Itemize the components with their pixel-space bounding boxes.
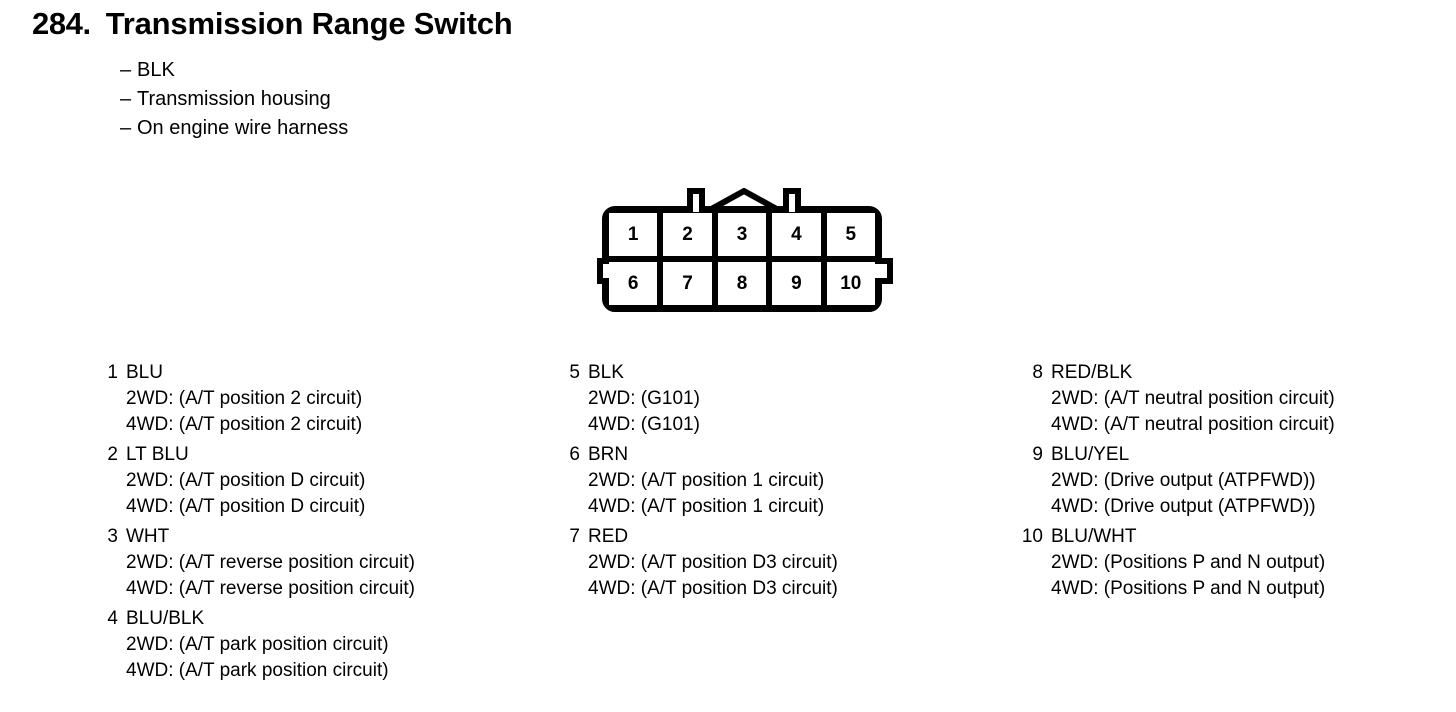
pin-entry: 6 BRN 2WD: (A/T position 1 circuit) 4WD:… (558, 442, 838, 520)
pin-entry-description: 4WD: (A/T position D circuit) (126, 496, 366, 517)
pin-entry: 2 LT BLU 2WD: (A/T position D circuit) 4… (96, 442, 415, 520)
connector-pin-3[interactable]: 3 (717, 213, 767, 256)
header-bullet-item: – On engine wire harness (120, 114, 348, 143)
pin-entry-number: 3 (107, 526, 118, 547)
pin-entry: 4 BLU/BLK 2WD: (A/T park position circui… (96, 606, 415, 684)
connector-pin-7[interactable]: 7 (663, 262, 712, 305)
pin-entry-head: 6 BRN (558, 442, 838, 468)
page-title-text: Transmission Range Switch (105, 6, 513, 41)
pin-entry-number: 6 (569, 444, 580, 465)
pin-entry: 5 BLK 2WD: (G101) 4WD: (G101) (558, 360, 838, 438)
connector-pin-8[interactable]: 8 (717, 262, 767, 305)
pin-entry-description: 4WD: (A/T reverse position circuit) (126, 578, 415, 599)
pin-list-column: 1 BLU 2WD: (A/T position 2 circuit) 4WD:… (96, 360, 415, 688)
pin-entry-description: 2WD: (A/T reverse position circuit) (126, 552, 415, 573)
pin-entry-number: 9 (1032, 444, 1043, 465)
pin-entry: 3 WHT 2WD: (A/T reverse position circuit… (96, 524, 415, 602)
pin-entry: 9 BLU/YEL 2WD: (Drive output (ATPFWD)) 4… (1021, 442, 1335, 520)
pin-entry-number: 2 (107, 444, 118, 465)
pin-entry-head: 5 BLK (558, 360, 838, 386)
pin-entry-description: 2WD: (Positions P and N output) (1051, 552, 1326, 573)
pin-entry-number: 10 (1021, 526, 1043, 547)
dash-icon: – (120, 59, 132, 81)
pin-entry-wire-color: BLU/BLK (126, 608, 205, 629)
pin-entry-wire-color: BLU (126, 362, 163, 383)
dash-icon: – (120, 88, 132, 110)
pin-list-column: 8 RED/BLK 2WD: (A/T neutral position cir… (1021, 360, 1335, 606)
pin-entry-description: 2WD: (A/T neutral position circuit) (1051, 388, 1335, 409)
pin-entry-wire-color: BLU/YEL (1051, 444, 1130, 465)
pin-entry: 10 BLU/WHT 2WD: (Positions P and N outpu… (1021, 524, 1335, 602)
header-bullet-label: Transmission housing (137, 88, 331, 110)
pin-entry-description: 2WD: (A/T position D circuit) (126, 470, 366, 491)
connector-latch-peak-icon (704, 188, 784, 214)
pin-entry-head: 3 WHT (96, 524, 415, 550)
pin-entry-wire-color: RED/BLK (1051, 362, 1133, 383)
pin-entry-wire-color: BLU/WHT (1051, 526, 1137, 547)
page-title-number: 284. (32, 6, 91, 41)
pin-list-column: 5 BLK 2WD: (G101) 4WD: (G101) 6 BRN 2WD:… (558, 360, 838, 606)
header-bullet-list: – BLK – Transmission housing – On engine… (120, 56, 348, 143)
pin-entry-description: 4WD: (A/T position 1 circuit) (588, 496, 825, 517)
pin-entry-number: 1 (107, 362, 118, 383)
pin-entry-head: 1 BLU (96, 360, 415, 386)
page-title: 284. Transmission Range Switch (32, 6, 513, 42)
pin-entry-description: 4WD: (A/T position 2 circuit) (126, 414, 363, 435)
connector-diagram: 1 2 3 4 5 6 7 8 9 10 (597, 188, 893, 320)
header-bullet-item: – Transmission housing (120, 85, 348, 114)
pin-entry-description: 4WD: (A/T park position circuit) (126, 660, 389, 681)
pin-entry-description: 4WD: (A/T neutral position circuit) (1051, 414, 1335, 435)
pin-entry-head: 4 BLU/BLK (96, 606, 415, 632)
pin-entry-description: 4WD: (G101) (588, 414, 700, 435)
header-bullet-label: BLK (137, 59, 175, 81)
pin-entry-description: 4WD: (Positions P and N output) (1051, 578, 1326, 599)
pin-entry-description: 2WD: (A/T position D3 circuit) (588, 552, 838, 573)
pin-entry-description: 4WD: (A/T position D3 circuit) (588, 578, 838, 599)
pin-entry-head: 10 BLU/WHT (1021, 524, 1335, 550)
pin-entry-description: 4WD: (Drive output (ATPFWD)) (1051, 496, 1316, 517)
pin-entry-description: 2WD: (G101) (588, 388, 700, 409)
pin-entry-head: 8 RED/BLK (1021, 360, 1335, 386)
pin-entry-number: 7 (569, 526, 580, 547)
pin-entry-wire-color: WHT (126, 526, 170, 547)
pin-entry-wire-color: RED (588, 526, 629, 547)
connector-pin-4[interactable]: 4 (772, 213, 821, 256)
pin-entry: 7 RED 2WD: (A/T position D3 circuit) 4WD… (558, 524, 838, 602)
pin-entry-number: 4 (107, 608, 118, 629)
connector-pin-5[interactable]: 5 (826, 213, 875, 256)
header-bullet-label: On engine wire harness (137, 117, 349, 139)
pin-entry-head: 2 LT BLU (96, 442, 415, 468)
dash-icon: – (120, 117, 132, 139)
pin-entry-head: 9 BLU/YEL (1021, 442, 1335, 468)
connector-pin-grid: 1 2 3 4 5 6 7 8 9 10 (609, 213, 875, 305)
pin-entry-description: 2WD: (A/T position 1 circuit) (588, 470, 825, 491)
pin-entry: 8 RED/BLK 2WD: (A/T neutral position cir… (1021, 360, 1335, 438)
pin-entry-number: 8 (1032, 362, 1043, 383)
connector-tab-right (783, 188, 801, 212)
connector-pin-6[interactable]: 6 (609, 262, 658, 305)
pin-entry-wire-color: LT BLU (126, 444, 189, 465)
connector-pin-2[interactable]: 2 (663, 213, 712, 256)
connector-pin-1[interactable]: 1 (609, 213, 658, 256)
pin-entry-description: 2WD: (Drive output (ATPFWD)) (1051, 470, 1316, 491)
pin-entry-wire-color: BRN (588, 444, 629, 465)
pin-entry-description: 2WD: (A/T park position circuit) (126, 634, 389, 655)
pin-entry-wire-color: BLK (588, 362, 624, 383)
header-bullet-item: – BLK (120, 56, 348, 85)
connector-pin-9[interactable]: 9 (772, 262, 821, 305)
connector-pin-10[interactable]: 10 (826, 262, 875, 305)
pin-entry: 1 BLU 2WD: (A/T position 2 circuit) 4WD:… (96, 360, 415, 438)
pin-entry-head: 7 RED (558, 524, 838, 550)
connector-tab-left (687, 188, 705, 212)
pin-entry-number: 5 (569, 362, 580, 383)
pin-entry-description: 2WD: (A/T position 2 circuit) (126, 388, 363, 409)
